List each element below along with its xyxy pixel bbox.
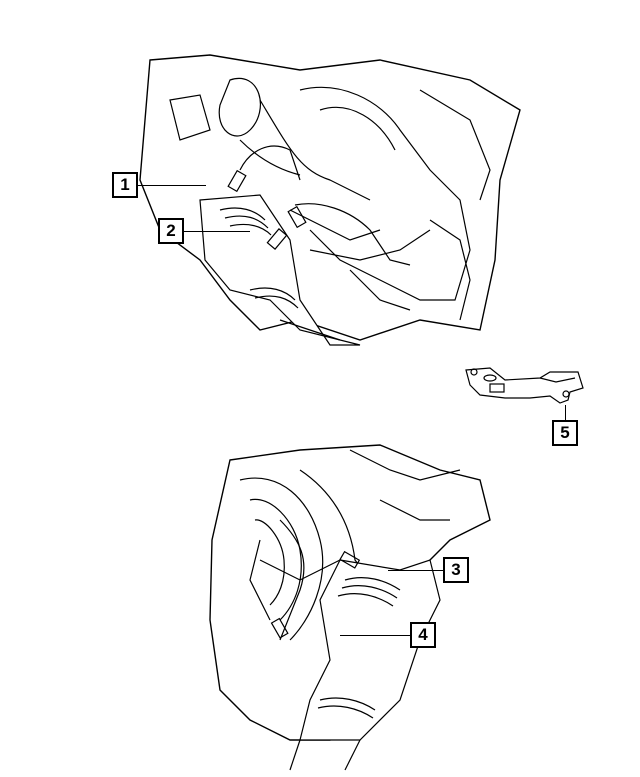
lower-assembly-drawing — [209, 444, 491, 771]
leader-line-3 — [184, 231, 250, 232]
callout-label: 5 — [560, 423, 570, 442]
callout-4: 4 — [410, 622, 436, 648]
upper-assembly-drawing — [139, 54, 521, 346]
callout-3: 2 — [158, 218, 184, 244]
callout-2: 3 — [443, 557, 469, 583]
callout-1: 1 — [112, 172, 138, 198]
callout-label: 3 — [451, 560, 461, 579]
callout-label: 2 — [166, 221, 176, 240]
leader-line-5 — [565, 405, 566, 420]
leader-line-2 — [388, 570, 443, 571]
leader-line-4 — [340, 635, 410, 636]
callout-5: 5 — [552, 420, 578, 446]
callout-label: 4 — [418, 625, 428, 644]
leader-line-1 — [138, 185, 206, 186]
bracket-drawing — [465, 367, 584, 404]
callout-label: 1 — [120, 175, 130, 194]
